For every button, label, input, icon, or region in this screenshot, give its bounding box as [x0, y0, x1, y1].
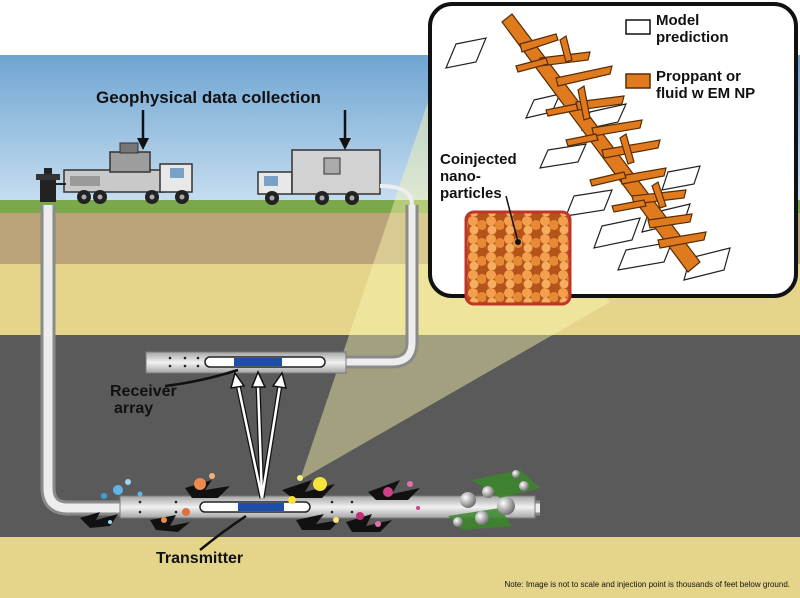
fracture-orange	[150, 473, 230, 532]
truck-data-collection	[257, 149, 381, 205]
legend-proppant-swatch	[625, 73, 651, 89]
scale-note: Note: Image is not to scale and injectio…	[504, 580, 790, 589]
receiver-label-line1: Receiver	[110, 383, 177, 400]
fracture-yellow	[282, 475, 340, 530]
legend-model-swatch	[625, 19, 651, 35]
data-collection-title: Geophysical data collection	[96, 88, 321, 107]
legend-model-line2: prediction	[656, 29, 729, 46]
receiver-array-label: Receiver array	[110, 383, 177, 417]
transmitter-device	[238, 503, 284, 511]
truck-pump	[63, 142, 193, 204]
fracture-blue	[80, 479, 143, 528]
legend-model-line1: Model	[656, 12, 700, 29]
coinjected-nanoparticles-label: Coinjected nano- particles	[440, 151, 517, 202]
magnifier-inset	[428, 2, 798, 306]
coinjected-line3: particles	[440, 185, 502, 202]
proppant-fracture	[501, 13, 707, 273]
transmitter-leader-line	[199, 514, 247, 551]
legend-proppant-line2: fluid w EM NP	[656, 85, 756, 102]
legend-proppant-line1: Proppant or	[656, 68, 741, 85]
fracture-magenta	[346, 480, 420, 532]
legend-proppant: Proppant or fluid w EM NP	[656, 68, 755, 102]
fracture-green	[448, 470, 540, 530]
transmitter-label: Transmitter	[156, 550, 244, 567]
receiver-array	[234, 358, 282, 366]
sand-layer-lower	[0, 537, 800, 598]
nanoparticle-micrograph	[464, 210, 572, 306]
coinjected-line2: nano-	[440, 168, 481, 185]
coinjected-line1: Coinjected	[440, 151, 517, 168]
legend-model-prediction: Model prediction	[656, 12, 729, 46]
receiver-leader-line	[164, 368, 239, 388]
receiver-label-line2: array	[114, 400, 154, 417]
pointer-arrows	[137, 110, 351, 150]
wellhead-left	[36, 168, 60, 202]
